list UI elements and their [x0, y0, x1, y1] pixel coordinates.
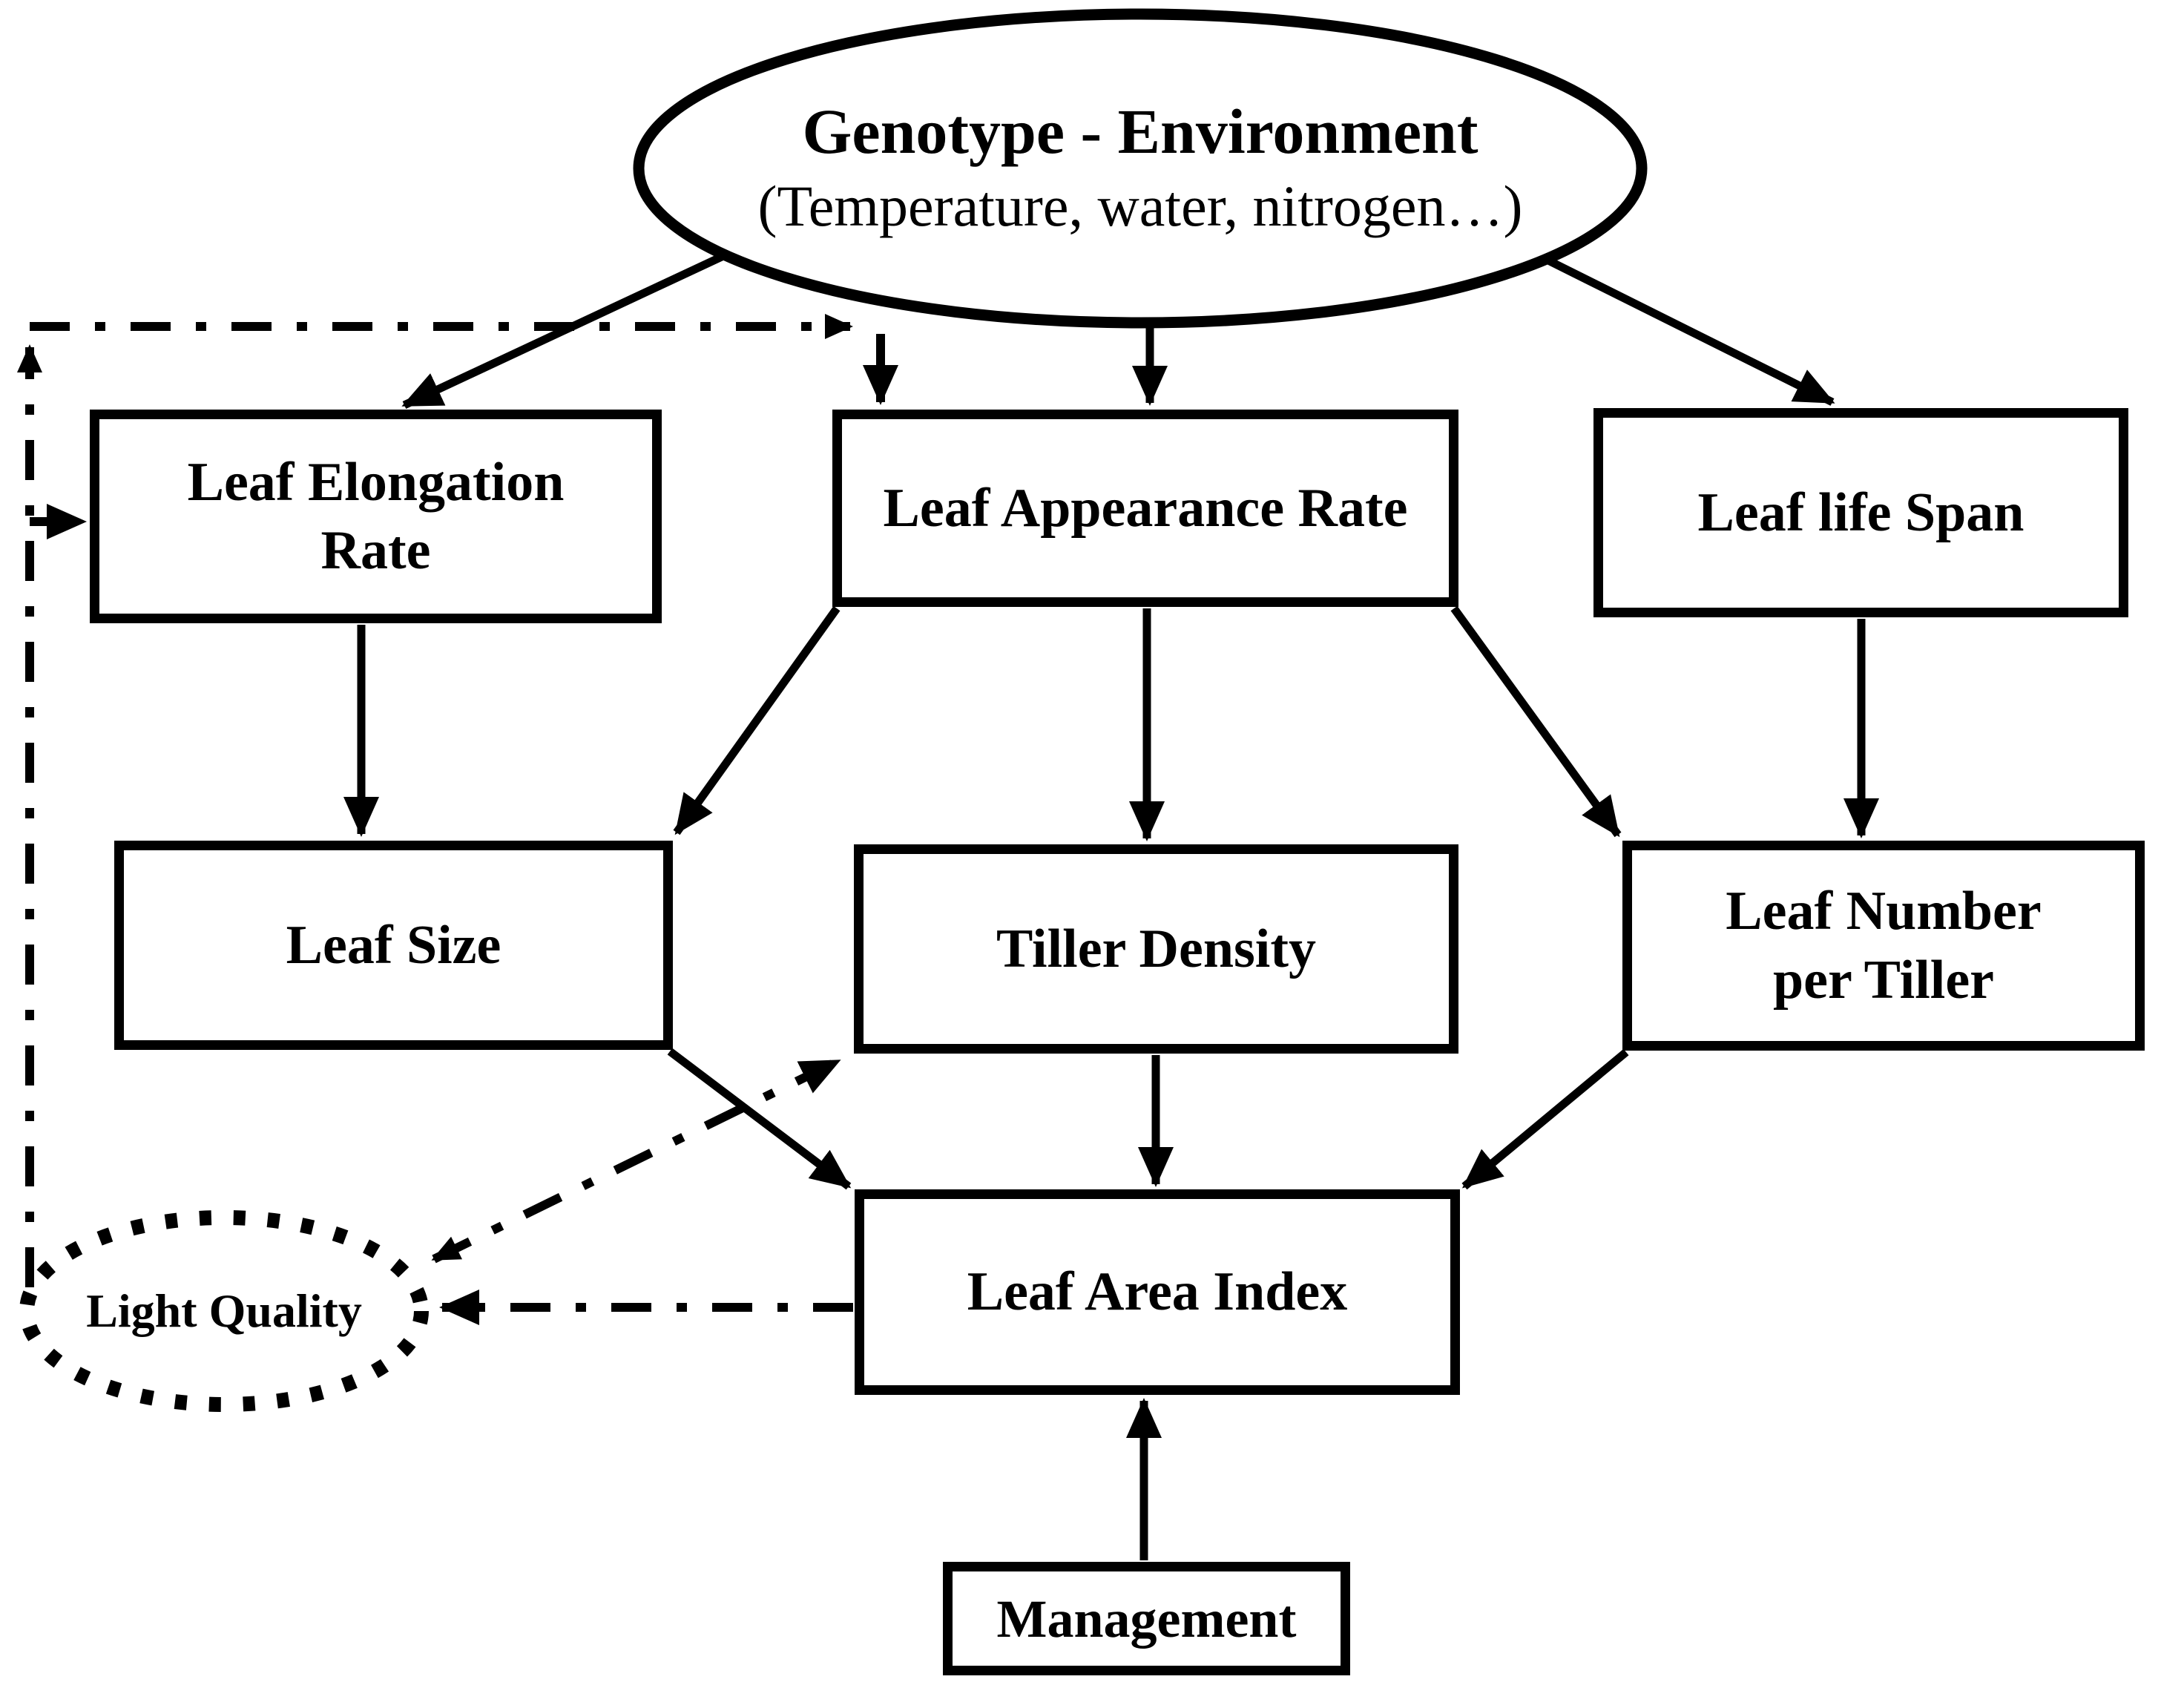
node-management: Management [943, 1562, 1350, 1675]
node-leaf-size: Leaf Size [114, 841, 673, 1050]
edge-leaf-size-to-leaf-area-index [667, 1048, 852, 1190]
node-tiller-density: Tiller Density [854, 844, 1458, 1054]
node-leaf-appearance-rate: Leaf Appearance Rate [832, 410, 1458, 607]
node-leaf-elongation-rate: Leaf Elongation Rate [90, 410, 662, 623]
node-genotype-environment-label: Genotype - Environment (Temperature, wat… [668, 59, 1613, 275]
edge-leaf-appearance-rate-to-leaf-number-per-tiller [1450, 605, 1622, 838]
edge-genotype-to-leaf-elongation-rate [401, 252, 726, 409]
node-leaf-area-index: Leaf Area Index [855, 1189, 1460, 1395]
genotype-environment-subtitle: (Temperature, water, nitrogen…) [757, 174, 1523, 238]
genotype-environment-title: Genotype - Environment [802, 96, 1479, 167]
node-leaf-number-per-tiller: Leaf Number per Tiller [1622, 841, 2145, 1051]
edge-leaf-number-per-tiller-to-leaf-area-index [1461, 1048, 1629, 1190]
edge-light-quality-to-tiller-density [431, 1057, 841, 1264]
node-leaf-life-span: Leaf life Span [1593, 408, 2128, 617]
edge-genotype-to-leaf-life-span [1545, 256, 1835, 406]
node-light-quality-label: Light Quality [86, 1284, 362, 1337]
edge-leaf-appearance-rate-to-leaf-size [673, 605, 841, 835]
